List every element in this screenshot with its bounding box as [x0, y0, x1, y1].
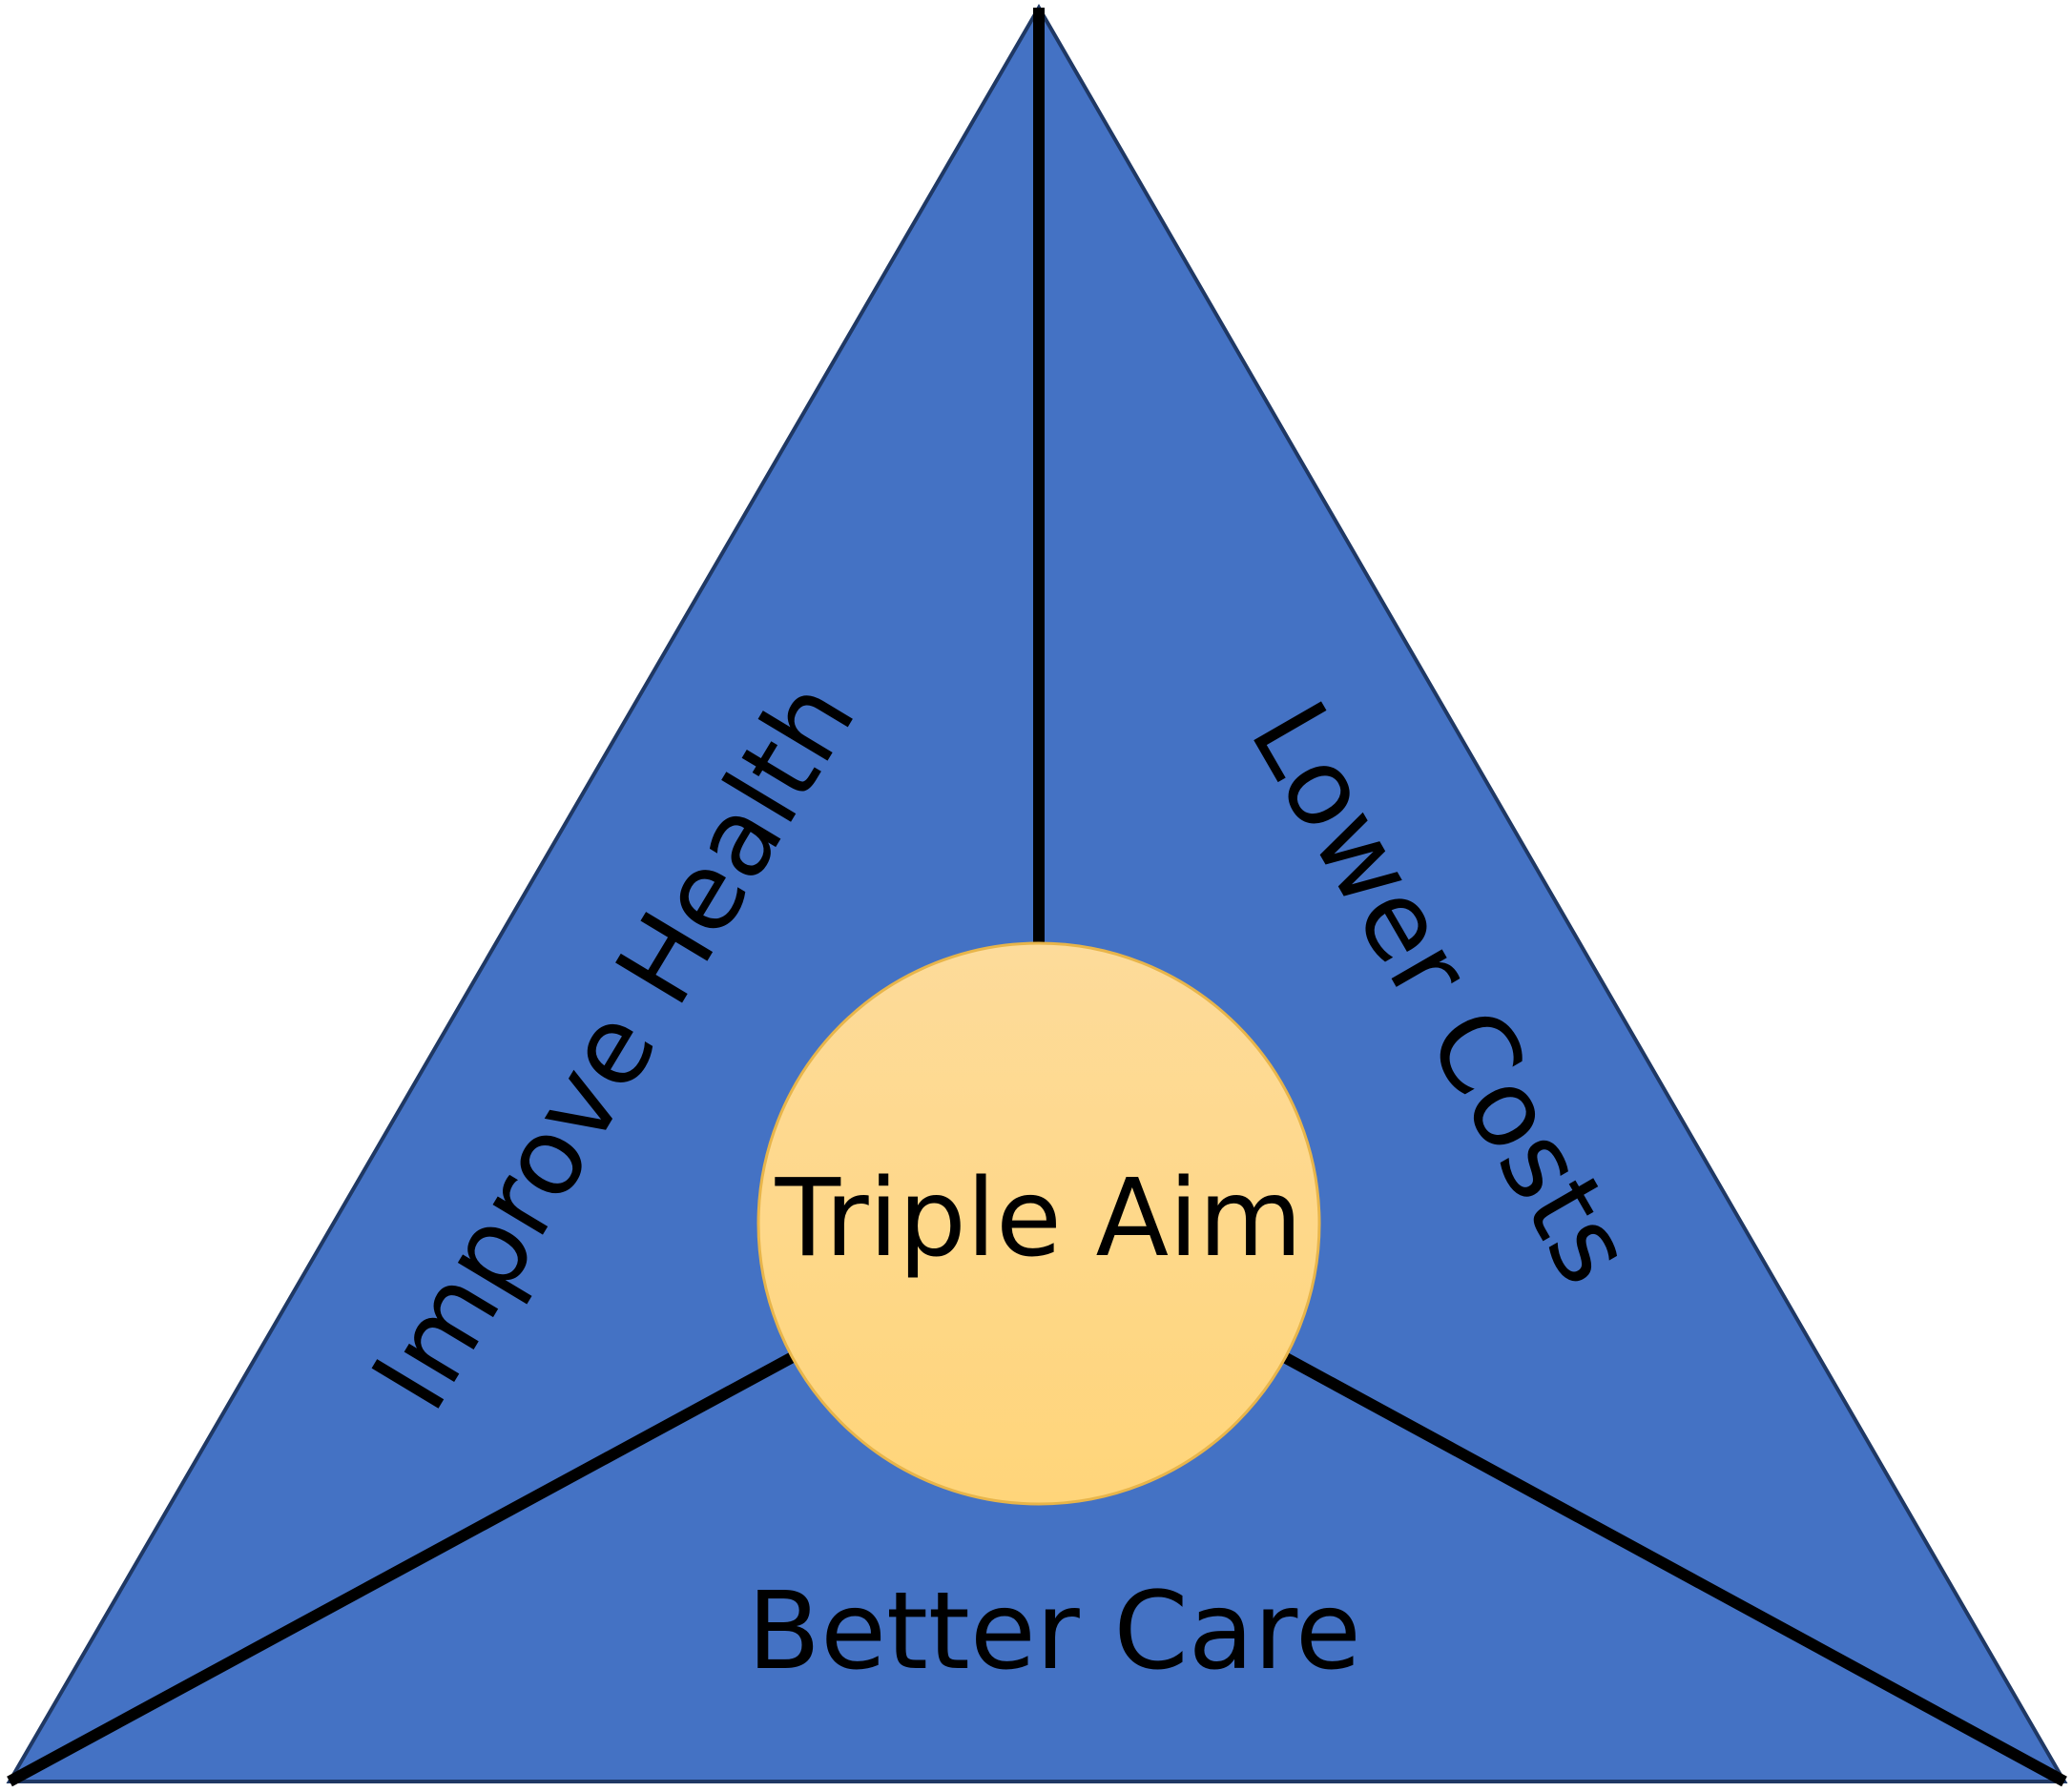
- center-circle: [756, 941, 1321, 1506]
- section-label-bottom: Better Care: [747, 1570, 1360, 1694]
- center-label: Triple Aim: [775, 1157, 1303, 1281]
